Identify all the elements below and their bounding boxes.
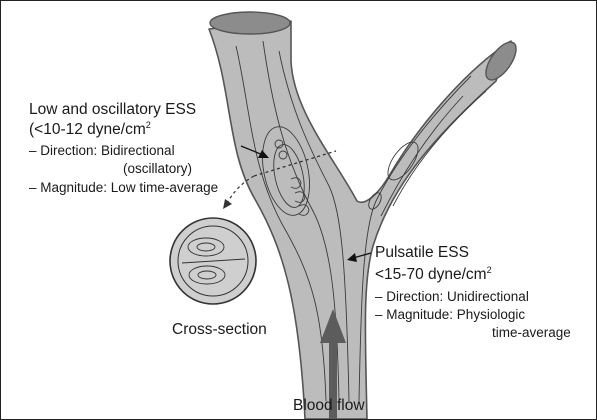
low-ess-value-sup: 2 [146, 120, 151, 130]
pulsatile-ess-value-text: <15-70 dyne/cm [375, 266, 487, 283]
cross-section-label: Cross-section [172, 321, 267, 339]
low-ess-magnitude: – Magnitude: Low time-average [29, 180, 218, 196]
low-ess-direction: – Direction: Bidirectional [29, 143, 175, 159]
cross-section-disc [170, 218, 256, 304]
pulsatile-ess-value-sup: 2 [487, 265, 492, 275]
low-ess-direction-cont: (oscillatory) [123, 161, 192, 177]
pulsatile-ess-direction: – Direction: Unidirectional [375, 289, 529, 305]
low-ess-value-text: (<10-12 dyne/cm [29, 121, 146, 138]
pulsatile-ess-magnitude: – Magnitude: Physiologic [375, 307, 525, 323]
pulsatile-ess-value: <15-70 dyne/cm2 [375, 266, 492, 284]
left-branch-lumen [210, 12, 290, 34]
pulsatile-ess-title: Pulsatile ESS [375, 244, 469, 262]
blood-flow-label: Blood flow [293, 397, 365, 415]
pulsatile-ess-magnitude-cont: time-average [492, 325, 571, 341]
low-ess-title: Low and oscillatory ESS [29, 101, 196, 119]
low-ess-value: (<10-12 dyne/cm2 [29, 121, 151, 139]
